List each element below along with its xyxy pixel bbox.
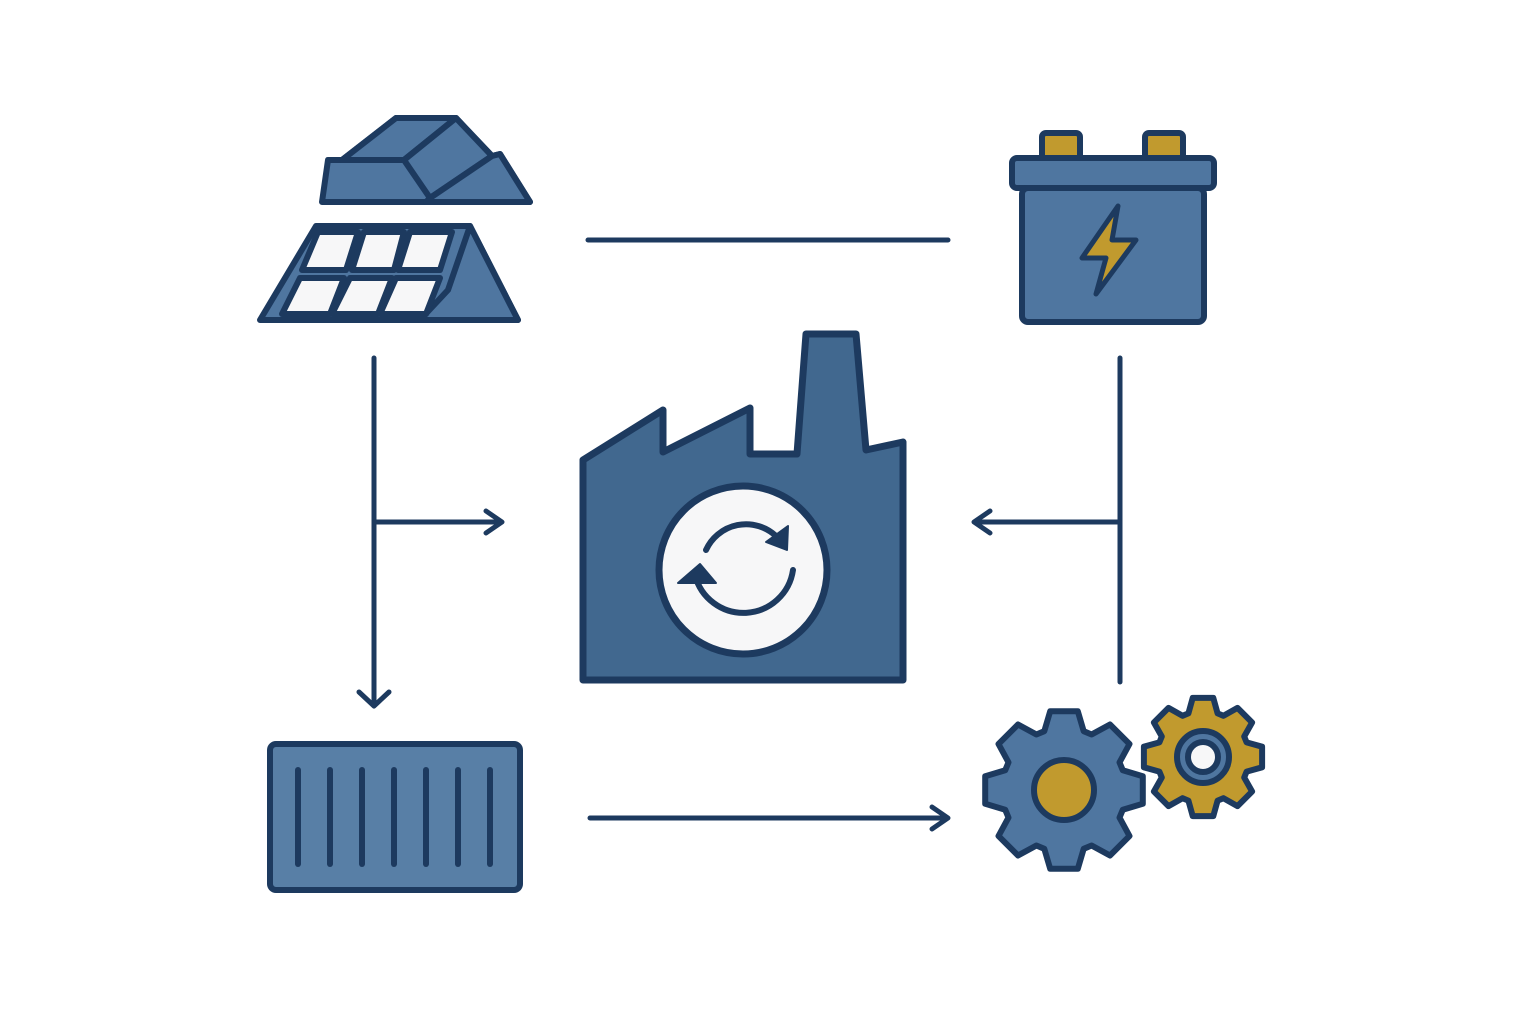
metal-ingot-icon [319,115,533,205]
shipping-container-icon [267,741,523,893]
large-gear-icon [982,708,1146,872]
solar-panel-icon [257,223,521,323]
factory-recycle-icon [579,330,907,684]
arrowhead-to-container [356,689,392,709]
metal-ingots-and-solar-panel-icon [257,115,533,323]
arrowhead-to-machinery [929,804,951,832]
recycle-circle [655,482,831,658]
arrowhead-to-factory-right [971,508,993,536]
small-gear-icon [1140,694,1266,820]
recycle-arrows-icon [692,521,796,616]
lightning-bolt-icon [1079,203,1139,297]
arrowhead-to-factory-left [483,508,505,536]
gear-hub [1031,757,1097,823]
battery-icon [1009,130,1217,325]
gears-icon [982,694,1266,872]
gear-hole [1185,739,1221,775]
